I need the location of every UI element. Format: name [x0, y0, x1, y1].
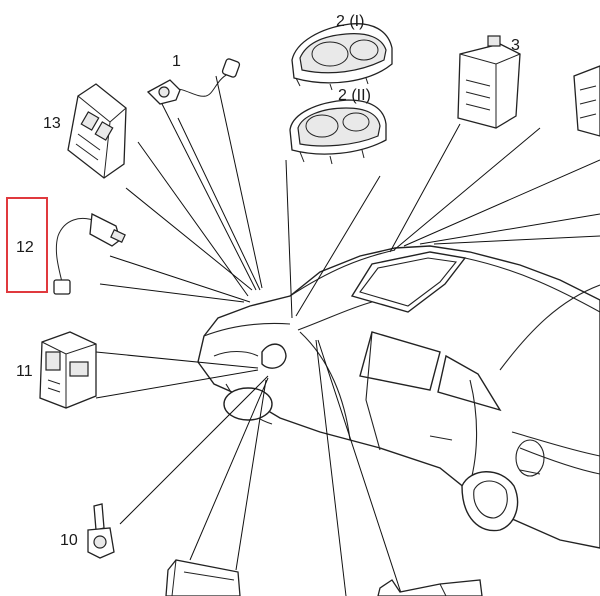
callout-10: 10 [60, 532, 78, 549]
leader-lines [95, 75, 600, 596]
part-13-box [67, 83, 127, 179]
callout-2-ii: 2 (II) [338, 87, 371, 104]
callout-3: 3 [511, 37, 520, 54]
part-bottom-bracket [377, 579, 483, 596]
callout-12: 12 [16, 239, 34, 256]
part-2-i-cluster [291, 23, 393, 91]
part-11-module [39, 331, 97, 409]
car-illustration [197, 245, 600, 549]
callout-2-i: 2 (I) [336, 13, 364, 30]
part-3-module [457, 35, 521, 129]
callout-13: 13 [43, 115, 61, 132]
callout-11: 11 [16, 363, 33, 380]
highlight-box [6, 197, 48, 293]
part-1-sensor [146, 58, 241, 105]
part-edge-module [573, 65, 600, 137]
part-bottom-module [165, 559, 241, 596]
part-2-ii-cluster [289, 99, 387, 165]
part-10-switch [87, 503, 115, 559]
callout-1: 1 [172, 53, 181, 70]
part-12-sensor [53, 212, 126, 295]
